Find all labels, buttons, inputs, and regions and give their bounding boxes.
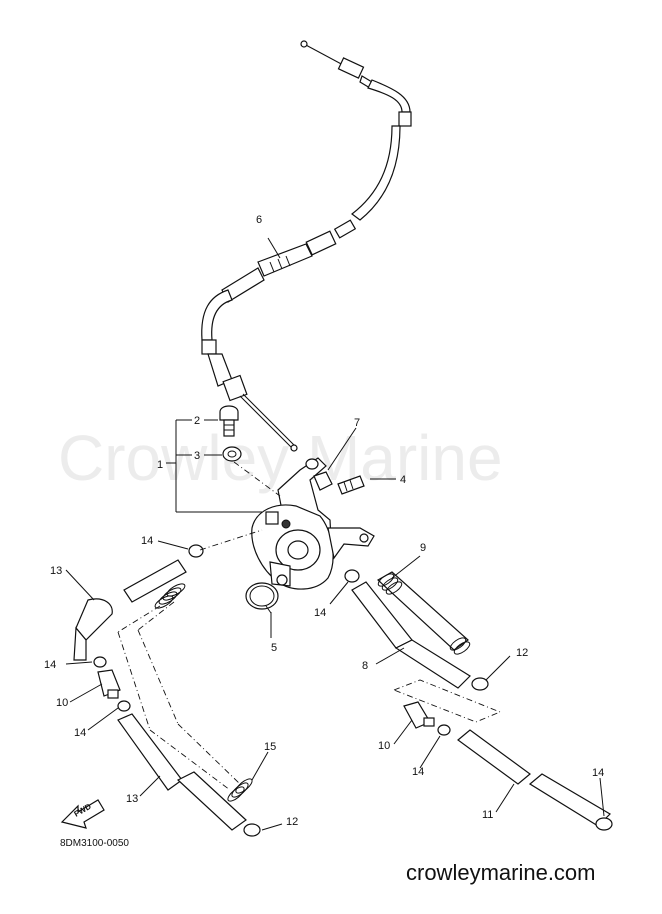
callout-13-upper: 13 [50,565,62,577]
callout-9: 9 [420,542,426,554]
hose-set-right [329,555,613,831]
diagram-code: 8DM3100-0050 [60,838,129,849]
callout-11: 11 [482,809,493,821]
callout-10-right: 10 [378,740,390,752]
o-ring [245,582,279,610]
callout-3: 3 [194,450,200,462]
callout-6: 6 [256,214,262,226]
watermark-text: Crowley Marine [58,422,503,494]
callout-1: 1 [157,459,163,471]
callout-12-left: 12 [286,816,298,828]
screw-washer [219,405,242,462]
callout-13-lower: 13 [126,793,138,805]
callout-14-right: 14 [412,766,424,778]
callout-5: 5 [271,642,277,654]
hose-set-left [65,529,283,837]
callout-2: 2 [194,415,200,427]
callout-7: 7 [354,417,360,429]
bolt-nut [305,458,365,495]
callout-leaders [166,237,396,638]
callout-12-right: 12 [516,647,528,659]
callout-15: 15 [264,741,276,753]
throttle-cable [201,40,412,452]
callout-14-left-upper: 14 [44,659,56,671]
carburetor-assembly [251,457,375,590]
callout-8: 8 [362,660,368,672]
callout-14-center: 14 [314,607,326,619]
callout-14-far-right: 14 [592,767,604,779]
callout-10-left: 10 [56,697,68,709]
callout-14-carb: 14 [141,535,153,547]
fwd-arrow-icon: FWD [60,799,105,829]
callout-4: 4 [400,474,406,486]
website-link[interactable]: crowleymarine.com [406,860,596,885]
callout-14-left-lower: 14 [74,727,86,739]
